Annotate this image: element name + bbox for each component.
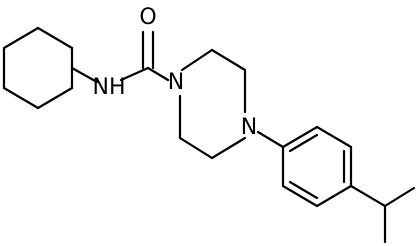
bond-cy-4 <box>2 86 40 110</box>
bond-ph-4 <box>315 184 353 208</box>
bond-ph-inner-1 <box>288 133 319 153</box>
atom-oxygen: O <box>139 5 156 30</box>
atom-nh: NH <box>93 75 126 100</box>
bond-ph-1 <box>281 125 319 149</box>
bond-pip-1 <box>180 48 214 72</box>
bond-cy-1 <box>36 26 74 50</box>
bond-ph-ipr <box>349 184 387 208</box>
atom-n1: N <box>168 70 184 95</box>
bond-ph-2 <box>315 125 353 149</box>
bond-carbonyl-n1 <box>146 66 170 82</box>
bond-cy-6 <box>2 26 40 50</box>
bond-cy-3 <box>36 86 74 110</box>
bond-ph-5 <box>281 184 319 208</box>
phenyl-ring <box>281 125 353 208</box>
bond-ipr-up <box>383 186 416 208</box>
bond-pip-5 <box>178 136 214 160</box>
atom-n4: N <box>241 115 257 140</box>
bond-pip-4 <box>210 136 247 160</box>
isopropyl-group <box>349 184 416 244</box>
bond-ph-inner-3 <box>288 180 319 200</box>
cyclohexyl-ring <box>2 26 74 110</box>
bond-cy-nh <box>70 66 99 84</box>
bond-n4-phenyl <box>256 130 285 149</box>
bond-pip-2 <box>210 48 247 72</box>
piperazine-ring <box>178 48 247 160</box>
bond-nh-carbonyl <box>119 66 150 82</box>
